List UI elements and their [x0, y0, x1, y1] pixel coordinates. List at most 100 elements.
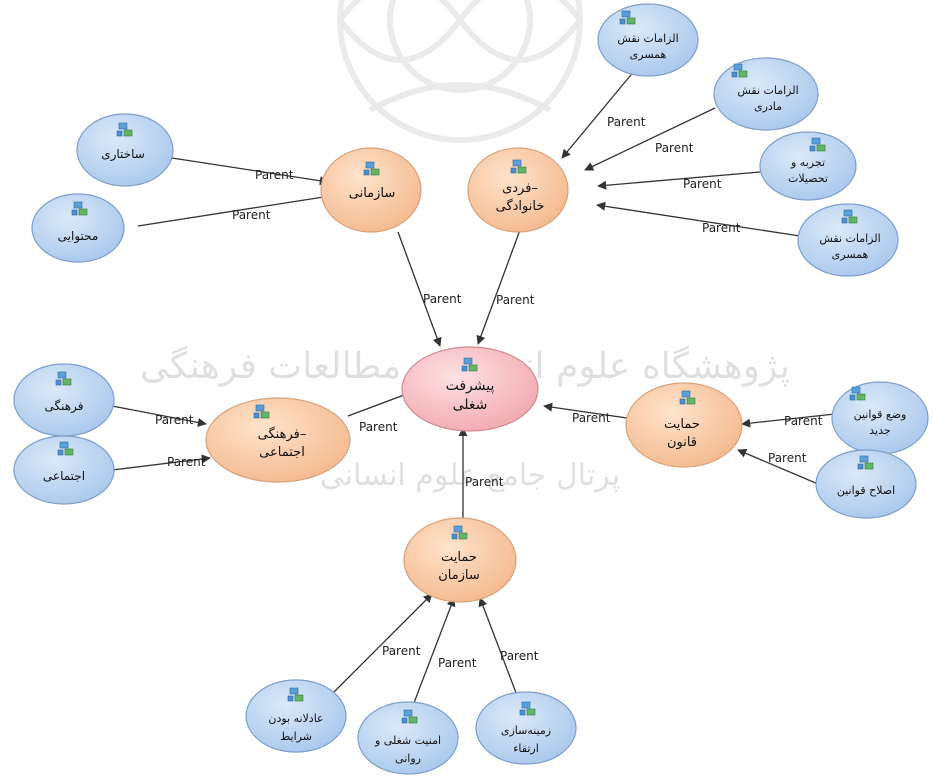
edge-label: Parent — [438, 656, 477, 670]
node-farhangi[interactable]: فرهنگی — [13, 363, 115, 437]
edge-hamsari1-fardi — [561, 69, 636, 159]
edge-label: Parent — [572, 411, 611, 425]
node-sazmani[interactable]: سازمانی — [320, 147, 422, 233]
node-fardi[interactable]: فردی– خانوادگی — [467, 147, 569, 233]
node-eslah-ghavanin[interactable]: اصلاح قوانین — [815, 449, 917, 519]
node-label: فردی– — [502, 181, 538, 196]
hierarchy-node-icon — [679, 390, 696, 405]
hierarchy-node-icon — [55, 371, 72, 386]
edge-label: Parent — [496, 293, 535, 307]
watermark-logo — [337, 0, 583, 143]
node-label: همسری — [832, 248, 869, 261]
node-vaz-ghavanin[interactable]: وضع قوانین جدید — [831, 381, 929, 455]
node-label: روانی — [395, 752, 421, 765]
hierarchy-node-icon — [731, 63, 748, 78]
node-elzamat-hamsari-2[interactable]: الزامات نقش همسری — [797, 203, 899, 277]
node-amniat[interactable]: امنیت شغلی و روانی — [357, 701, 459, 775]
node-label: جدید — [869, 424, 890, 437]
node-elzamat-hamsari-1[interactable]: الزامات نقش همسری — [597, 3, 699, 77]
hierarchy-node-icon — [857, 455, 874, 470]
hierarchy-node-icon — [57, 441, 74, 456]
node-label: تحصیلات — [788, 172, 828, 185]
hierarchy-node-icon — [116, 122, 133, 137]
node-label: تجربه و — [790, 156, 825, 169]
edge-labels: Parent Parent Parent Parent Parent Paren… — [155, 115, 823, 670]
hierarchy-node-icon — [401, 709, 418, 724]
edge-farhangi-ejtemai-center — [347, 390, 413, 417]
edge-mohtavai-sazmani — [137, 192, 331, 227]
node-label: حمایت — [664, 417, 700, 432]
edge-farhangi-fe — [111, 405, 207, 427]
node-label: اجتماعی — [43, 469, 85, 483]
node-hemayat-ghanoon[interactable]: حمایت قانون — [625, 382, 743, 468]
watermark-line-2: پرتال جامع علوم انسانی — [320, 458, 620, 493]
node-label: امنیت شغلی و — [374, 734, 441, 747]
edge-adelane-sazman — [329, 593, 433, 697]
edge-fardi-center — [476, 229, 521, 345]
node-label: همسری — [630, 48, 667, 61]
node-label: وضع قوانین — [854, 408, 907, 421]
node-center[interactable]: پیشرفت شغلی — [401, 346, 539, 432]
hierarchy-node-icon — [363, 161, 380, 176]
edge-label: Parent — [784, 414, 823, 428]
node-label: قانون — [667, 435, 697, 450]
node-elzamat-madari[interactable]: الزامات نقش مادری — [713, 57, 819, 131]
node-label: فرهنگی — [45, 399, 84, 414]
hierarchy-node-icon — [619, 10, 636, 25]
edge-tajrobe-fardi — [597, 171, 761, 190]
node-adelane[interactable]: عادلانه بودن شرایط — [245, 679, 347, 753]
edge-label: Parent — [500, 649, 539, 663]
edge-label: Parent — [232, 208, 271, 222]
node-label: الزامات نقش — [737, 84, 798, 97]
node-mohtavai[interactable]: محتوایی — [31, 193, 125, 263]
hierarchy-node-icon — [253, 404, 270, 419]
node-label: اصلاح قوانین — [837, 484, 895, 497]
node-sakhtari[interactable]: ساختاری — [76, 113, 174, 187]
edge-label: Parent — [465, 475, 504, 489]
hierarchy-node-icon — [451, 525, 468, 540]
node-label: خانوادگی — [496, 198, 545, 214]
node-label: ارتقاء — [513, 742, 539, 755]
node-label: ساختاری — [101, 147, 145, 162]
edge-ghanoon-center — [543, 402, 628, 419]
edge-madari-fardi — [584, 107, 716, 171]
hierarchy-node-icon — [461, 357, 478, 372]
node-label: الزامات نقش — [617, 32, 678, 45]
edge-label: Parent — [607, 115, 646, 129]
edge-zaminesazi-sazman — [478, 597, 519, 699]
hierarchy-node-icon — [71, 201, 88, 216]
node-label: فرهنگی– — [258, 426, 307, 442]
edge-label: Parent — [423, 292, 462, 306]
node-zaminesazi[interactable]: زمینه‌سازی ارتقاء — [475, 691, 577, 765]
edge-label: Parent — [359, 420, 398, 434]
node-label: حمایت — [441, 550, 477, 565]
edge-label: Parent — [255, 168, 294, 182]
hierarchy-node-icon — [510, 159, 527, 174]
edges — [111, 69, 836, 709]
edge-label: Parent — [382, 644, 421, 658]
node-label: پیشرفت — [446, 378, 495, 394]
node-farhangi-ejtemai[interactable]: فرهنگی– اجتماعی — [205, 397, 351, 483]
edge-label: Parent — [155, 413, 194, 427]
hierarchy-node-icon — [519, 701, 536, 716]
edge-label: Parent — [768, 451, 807, 465]
edge-label: Parent — [655, 141, 694, 155]
node-label: الزامات نقش — [819, 232, 880, 245]
edge-label: Parent — [702, 221, 741, 235]
edge-label: Parent — [167, 455, 206, 469]
edge-sazmani-center — [397, 231, 442, 347]
node-label: سازمان — [438, 568, 480, 583]
edge-amniat-sazman — [411, 597, 456, 709]
edge-label: Parent — [683, 177, 722, 191]
node-tajrobe[interactable]: تجربه و تحصیلات — [759, 131, 857, 201]
edge-sakhtari-sazmani — [171, 157, 329, 186]
node-ejtemai[interactable]: اجتماعی — [13, 435, 115, 505]
node-label: اجتماعی — [259, 445, 305, 460]
node-hemayat-sazman[interactable]: حمایت سازمان — [403, 517, 517, 603]
node-label: شرایط — [280, 730, 312, 743]
node-label: عادلانه بودن — [268, 712, 323, 725]
edge-vaz-ghanoon — [741, 413, 836, 428]
node-label: زمینه‌سازی — [501, 724, 551, 737]
